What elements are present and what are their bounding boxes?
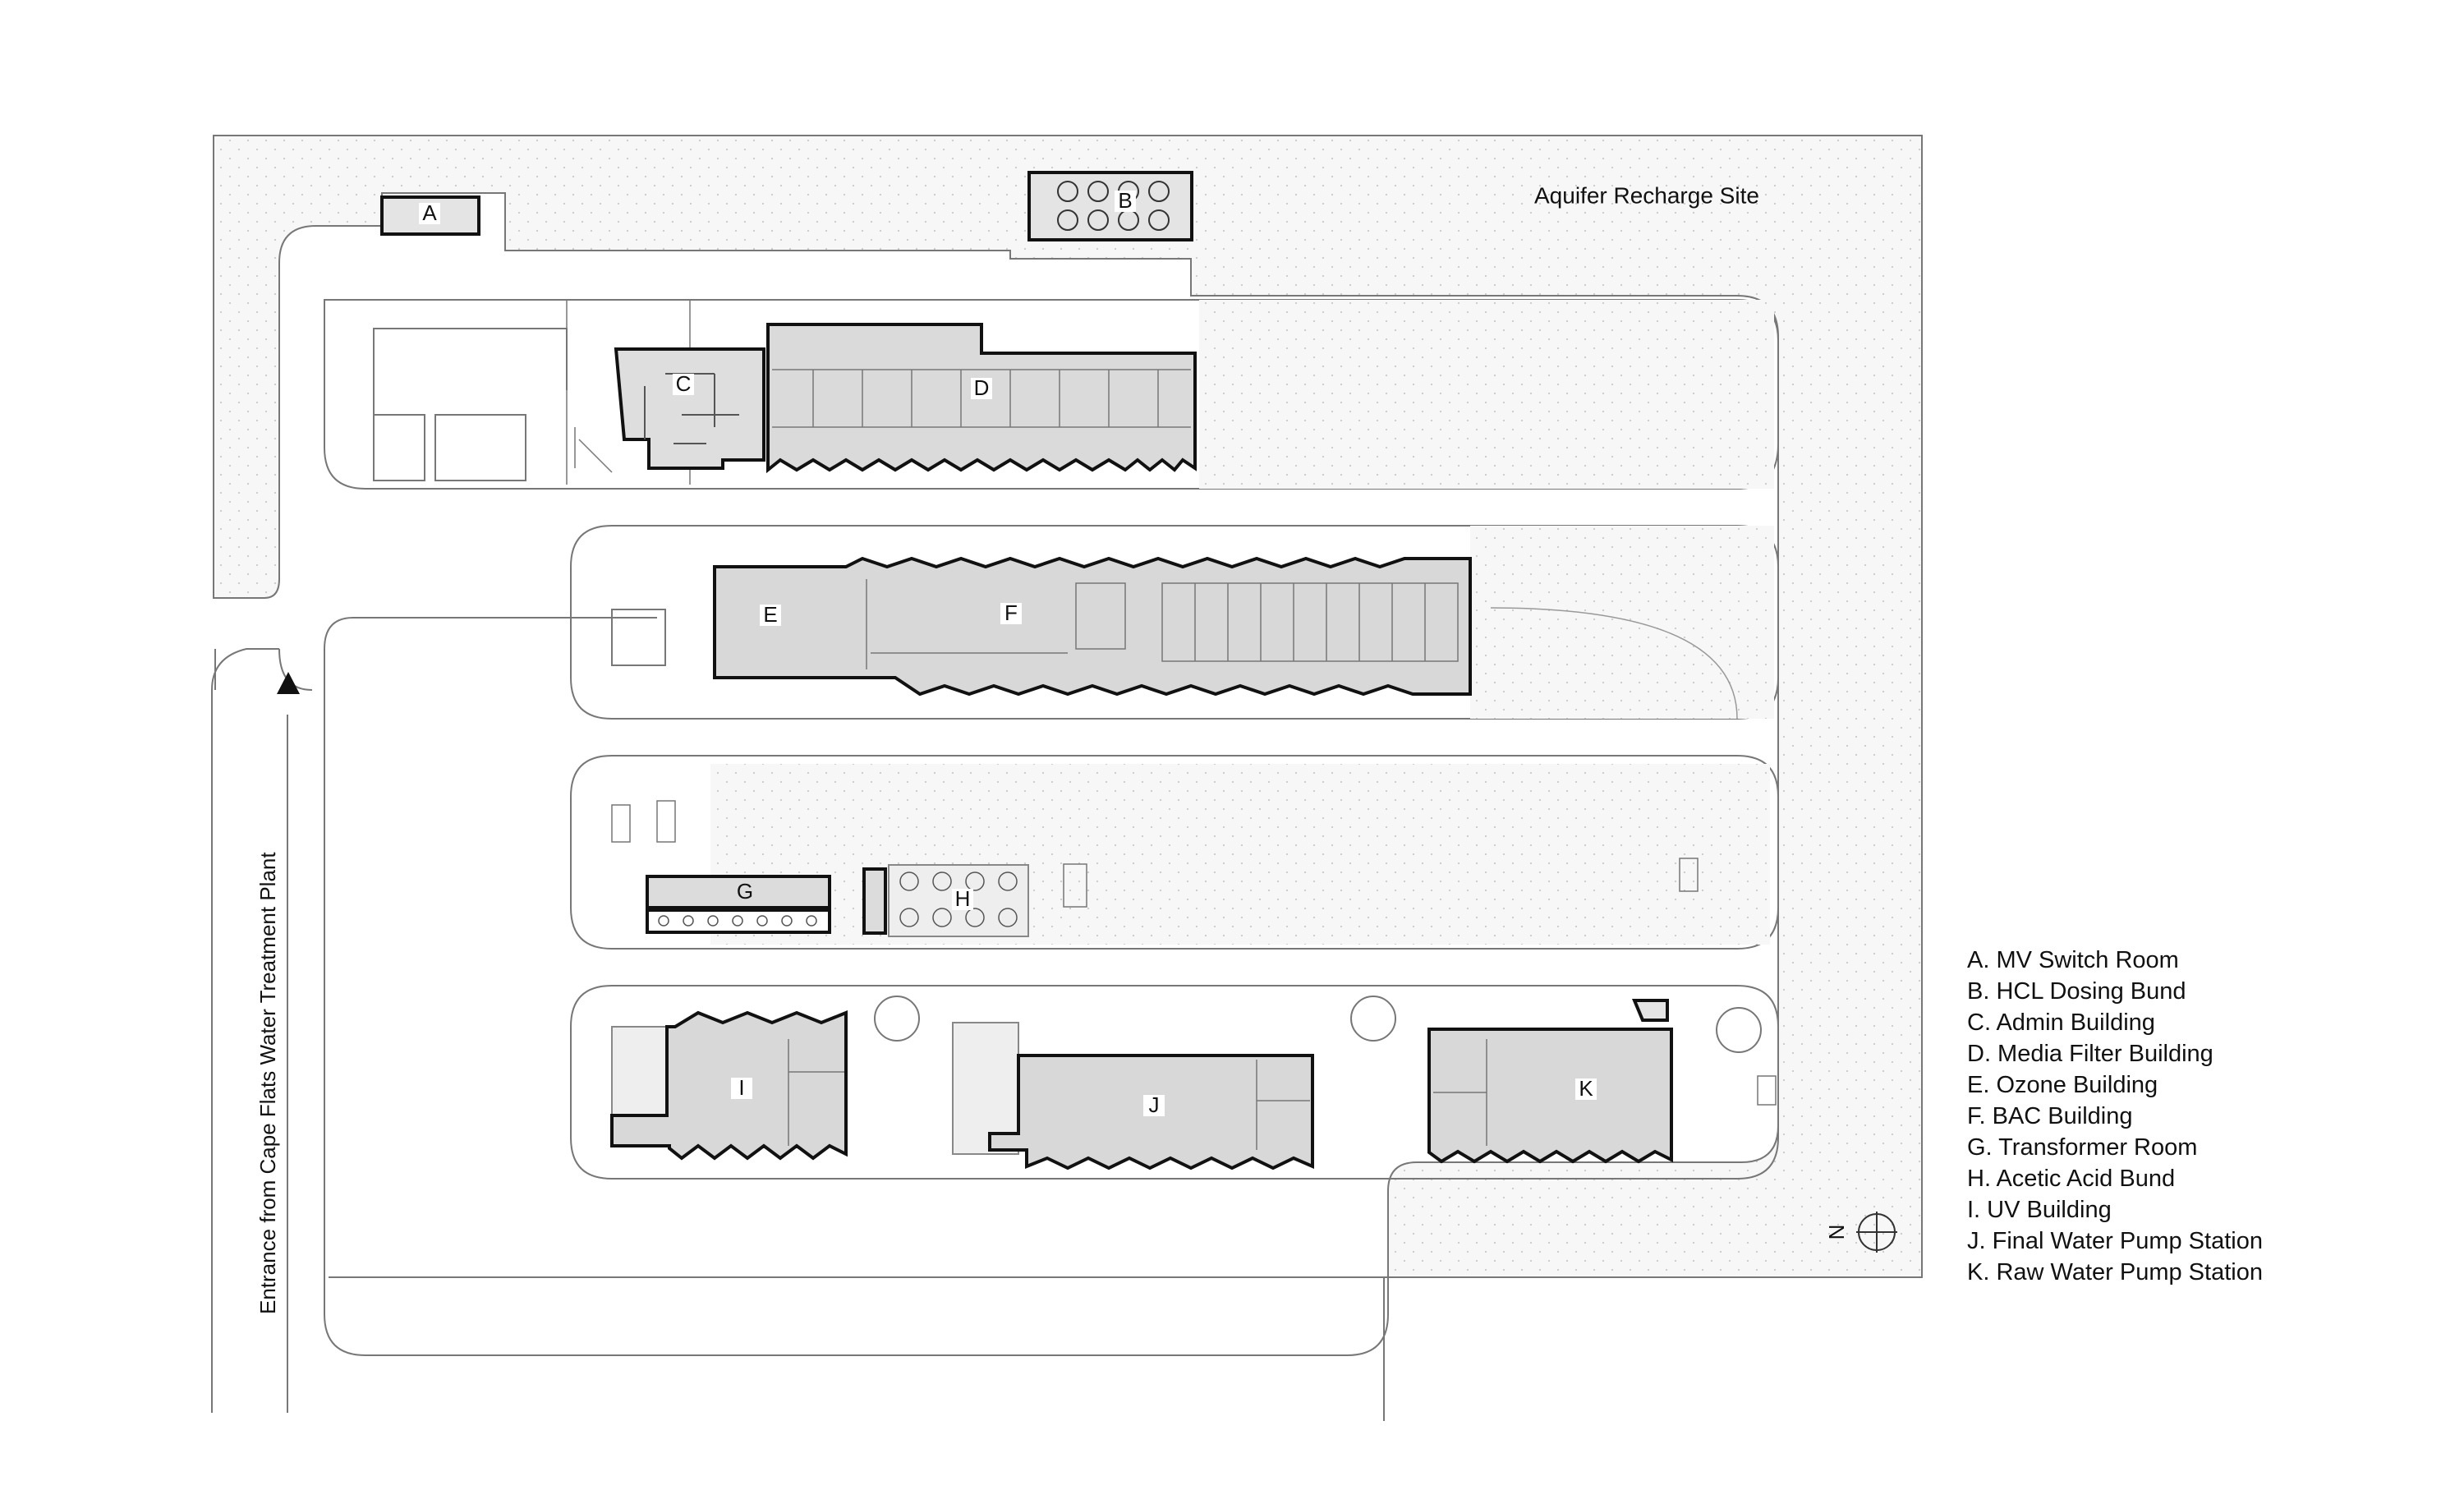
legend: A. MV Switch Room B. HCL Dosing Bund C. … (1967, 945, 2263, 1288)
label-f: F (1004, 600, 1018, 625)
legend-item-c: C. Admin Building (1967, 1009, 2155, 1036)
site-title: Aquifer Recharge Site (1534, 182, 1759, 208)
legend-item-j: J. Final Water Pump Station (1967, 1228, 2263, 1254)
site-landscape (213, 135, 1923, 1278)
legend-item-g: G. Transformer Room (1967, 1134, 2198, 1161)
legend-item-i: I. UV Building (1967, 1197, 2112, 1223)
legend-item-e: E. Ozone Building (1967, 1072, 2158, 1098)
label-k: K (1579, 1076, 1593, 1101)
north-compass-icon (1856, 1212, 1897, 1253)
building-ef (713, 556, 1472, 697)
legend-item-d: D. Media Filter Building (1967, 1041, 2213, 1067)
block-1 (324, 299, 1779, 490)
roads (211, 337, 1779, 1421)
label-g: G (737, 879, 753, 904)
label-a: A (422, 200, 437, 225)
legend-item-b: B. HCL Dosing Bund (1967, 978, 2186, 1005)
building-c (574, 347, 765, 473)
label-b: B (1118, 188, 1132, 213)
legend-item-k: K. Raw Water Pump Station (1967, 1259, 2263, 1285)
label-j: J (1149, 1092, 1160, 1117)
block-2 (570, 525, 1779, 720)
label-e: E (763, 602, 777, 627)
entrance-arrow-icon (277, 672, 300, 694)
label-h: H (955, 886, 971, 911)
building-g (646, 875, 831, 934)
building-k (1427, 999, 1673, 1164)
north-label: N (1824, 1225, 1849, 1240)
building-j (952, 1022, 1314, 1170)
legend-item-f: F. BAC Building (1967, 1103, 2133, 1129)
label-c: C (676, 371, 692, 396)
building-b (1027, 171, 1193, 241)
entrance-label: Entrance from Cape Flats Water Treatment… (255, 852, 280, 1314)
building-labels: A B C D E F G H I J K (419, 188, 1597, 1117)
block-4 (570, 985, 1779, 1180)
building-h (862, 864, 1029, 937)
legend-item-h: H. Acetic Acid Bund (1967, 1166, 2176, 1192)
building-i (610, 1010, 848, 1161)
legend-item-a: A. MV Switch Room (1967, 947, 2179, 973)
label-i: I (738, 1075, 744, 1100)
label-d: D (974, 375, 990, 400)
